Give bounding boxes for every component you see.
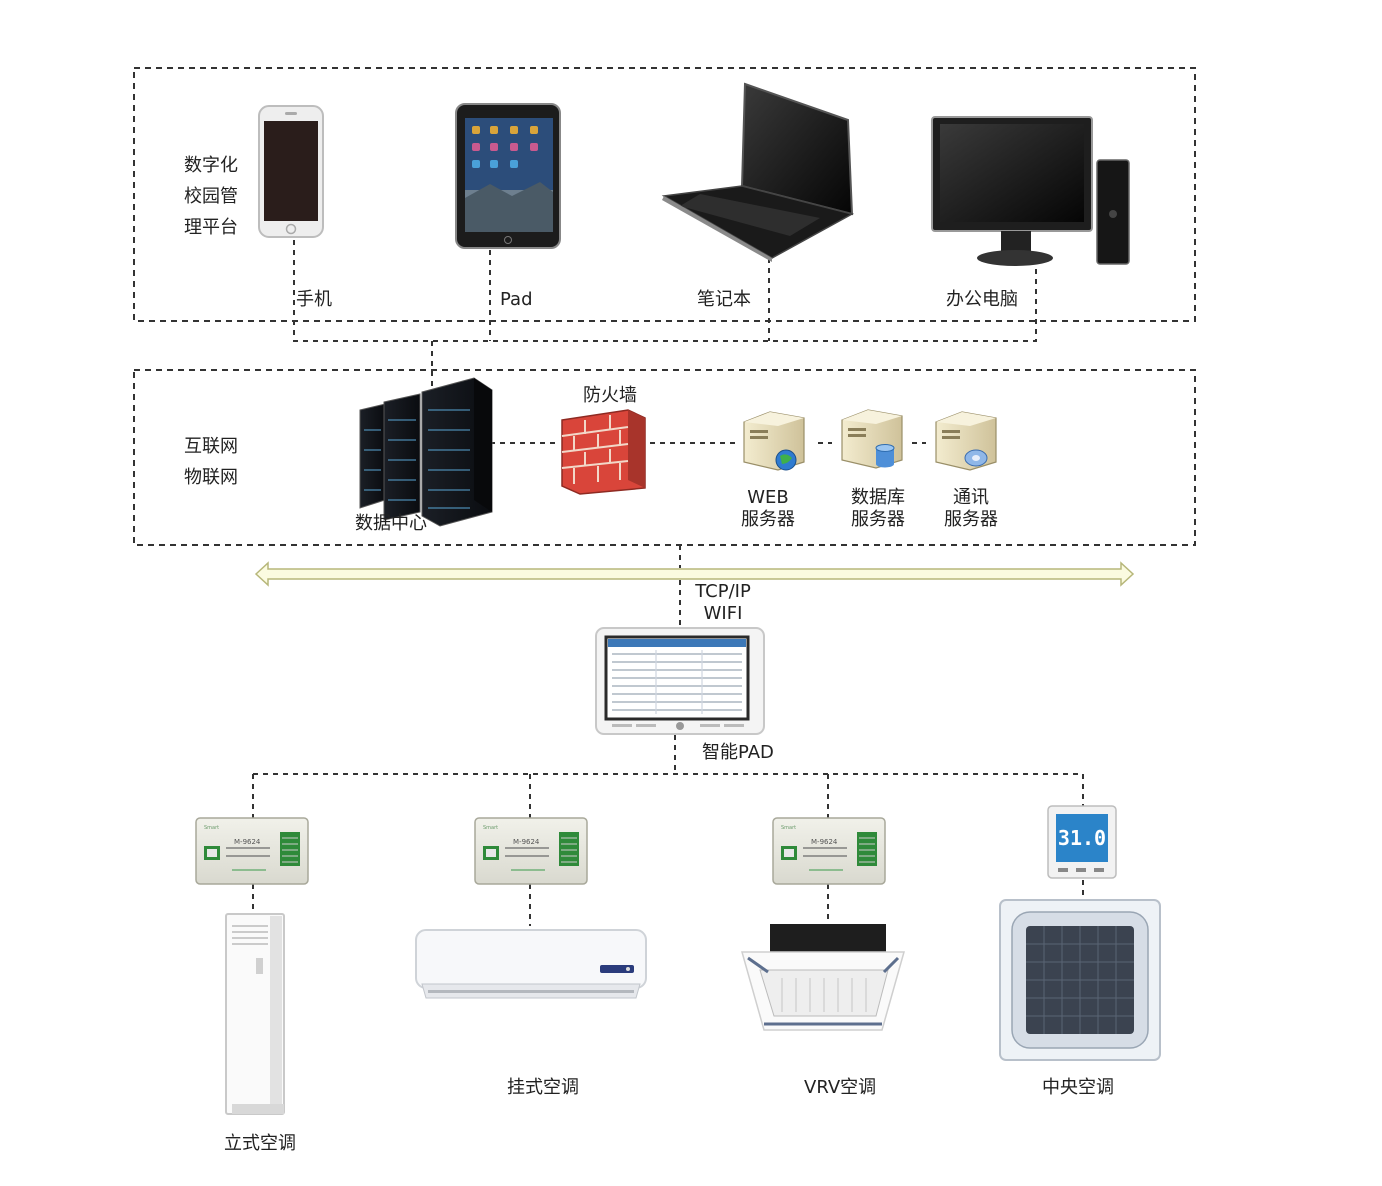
desktop-pc-icon xyxy=(931,116,1130,266)
network-zone-title-line-2: 物联网 xyxy=(184,467,238,488)
floor-standing-ac-label: 立式空调 xyxy=(224,1133,296,1154)
smartphone-icon xyxy=(258,105,324,238)
central-ac-label: 中央空调 xyxy=(1042,1077,1114,1098)
desktop-pc-label: 办公电脑 xyxy=(946,289,1018,310)
vrv-cassette-ac-icon xyxy=(741,924,905,1031)
laptop-icon xyxy=(661,82,855,262)
smart-pad-label: 智能PAD xyxy=(702,742,774,763)
wall-mounted-ac-label: 挂式空调 xyxy=(507,1077,579,1098)
smart-pad-icon xyxy=(595,627,765,735)
svg-text:Smart: Smart xyxy=(483,825,498,831)
web-server-label-line-2: 服务器 xyxy=(741,509,795,530)
tablet-icon xyxy=(455,103,561,249)
terminal-connectors xyxy=(293,240,1037,392)
controller-module-3: Smart M-9624 xyxy=(772,817,886,885)
controller-module-1: Smart M-9624 xyxy=(195,817,309,885)
smartphone-label: 手机 xyxy=(296,289,332,310)
communication-server-label-line-2: 服务器 xyxy=(944,509,998,530)
floor-standing-ac-icon xyxy=(225,913,285,1115)
terminal-zone-title-line-1: 数字化 xyxy=(184,155,238,176)
communication-server-icon xyxy=(935,411,997,471)
bus-protocol-line-1: TCP/IP xyxy=(695,581,751,602)
web-server-icon xyxy=(743,411,805,471)
network-zone-title-line-1: 互联网 xyxy=(184,436,238,457)
controller-module-2: Smart M-9624 xyxy=(474,817,588,885)
wall-mounted-ac-icon xyxy=(415,929,647,999)
terminal-zone-title: 数字化 校园管 理平台 xyxy=(184,150,238,243)
firewall-icon xyxy=(561,409,646,495)
data-center-icon xyxy=(359,377,493,527)
web-server-label-line-1: WEB xyxy=(747,487,789,508)
thermostat-reading: 31.0 xyxy=(1058,826,1106,850)
vrv-cassette-ac-label: VRV空调 xyxy=(804,1077,877,1098)
controller-model-label: M-9624 xyxy=(234,838,261,846)
controller-model-label: M-9624 xyxy=(811,838,838,846)
tablet-label: Pad xyxy=(500,289,533,310)
terminal-zone-title-line-2: 校园管 xyxy=(184,186,238,207)
database-server-label-line-2: 服务器 xyxy=(851,509,905,530)
terminal-zone-box xyxy=(133,67,1196,322)
svg-text:Smart: Smart xyxy=(781,825,796,831)
network-connectors xyxy=(490,442,926,628)
svg-text:Smart: Smart xyxy=(204,825,219,831)
web-server-label: WEB 服务器 xyxy=(741,487,795,531)
network-zone-title: 互联网 物联网 xyxy=(184,431,238,493)
database-server-label: 数据库 服务器 xyxy=(851,487,905,531)
database-server-icon xyxy=(841,409,903,469)
terminal-zone-title-line-3: 理平台 xyxy=(184,217,238,238)
network-bus-arrow xyxy=(254,561,1135,587)
database-server-label-line-1: 数据库 xyxy=(851,487,905,508)
central-ac-icon xyxy=(999,899,1161,1061)
controller-model-label: M-9624 xyxy=(513,838,540,846)
network-zone-box xyxy=(133,369,1196,546)
communication-server-label: 通讯 服务器 xyxy=(944,487,998,531)
bus-protocol-label: TCP/IP WIFI xyxy=(695,581,751,625)
firewall-label: 防火墙 xyxy=(583,385,637,406)
data-center-label: 数据中心 xyxy=(355,513,427,534)
communication-server-label-line-1: 通讯 xyxy=(953,487,989,508)
laptop-label: 笔记本 xyxy=(697,289,751,310)
device-tree-connectors xyxy=(252,735,1084,926)
thermostat-icon: 31.0 xyxy=(1047,805,1117,879)
bus-protocol-line-2: WIFI xyxy=(703,603,743,624)
